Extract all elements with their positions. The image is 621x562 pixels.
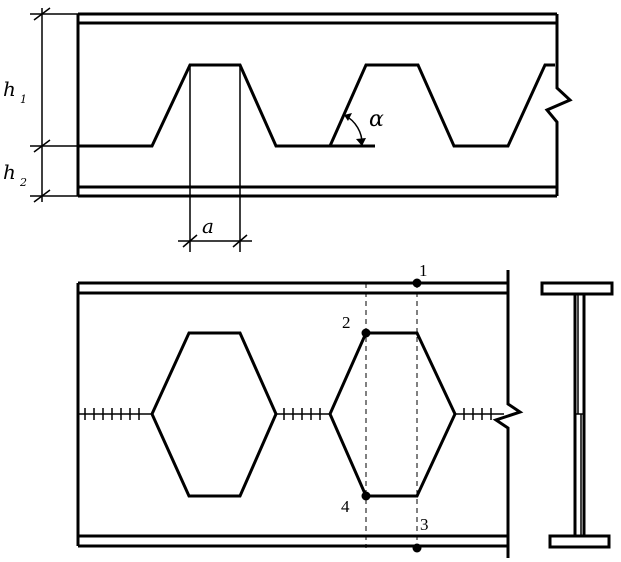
point-4-label: 4	[341, 497, 350, 516]
dim-a-tick-left	[182, 234, 198, 248]
dim-h1-subscript: 1	[20, 93, 27, 106]
dim-h2-subscript: 2	[19, 176, 27, 189]
break-mark	[492, 270, 524, 558]
angle-arrow-top	[344, 113, 352, 121]
break-mark	[544, 14, 573, 196]
bottom-view: 1 2 3 4	[76, 261, 524, 558]
dim-h-tick-mid	[33, 139, 51, 153]
point-3-label: 3	[420, 515, 429, 534]
section-top-flange	[540, 281, 614, 296]
hexagon-hole-2	[328, 331, 457, 498]
dim-a-label: a	[202, 214, 214, 238]
zigzag-cut-line	[78, 63, 555, 148]
dim-h2-label: h	[3, 160, 16, 184]
dim-h-tick-bottom	[33, 189, 51, 203]
point-1-marker	[412, 278, 422, 288]
point-3-marker	[412, 543, 422, 553]
hexagon-hole-1	[150, 331, 278, 498]
dim-h-tick-top	[33, 7, 51, 21]
point-1-label: 1	[419, 261, 428, 280]
point-2-marker	[361, 328, 371, 338]
top-view: α a h 1 h 2	[3, 7, 573, 252]
dim-a-tick-right	[232, 234, 248, 248]
point-2-label: 2	[342, 313, 351, 332]
dim-h1-label: h	[3, 77, 16, 101]
i-beam-cross-section	[540, 281, 614, 549]
angle-label: α	[369, 107, 384, 132]
angle-arrow-bottom	[356, 138, 366, 146]
weld-seams	[78, 408, 504, 420]
section-bottom-flange	[548, 534, 611, 549]
point-4-marker	[361, 491, 371, 501]
